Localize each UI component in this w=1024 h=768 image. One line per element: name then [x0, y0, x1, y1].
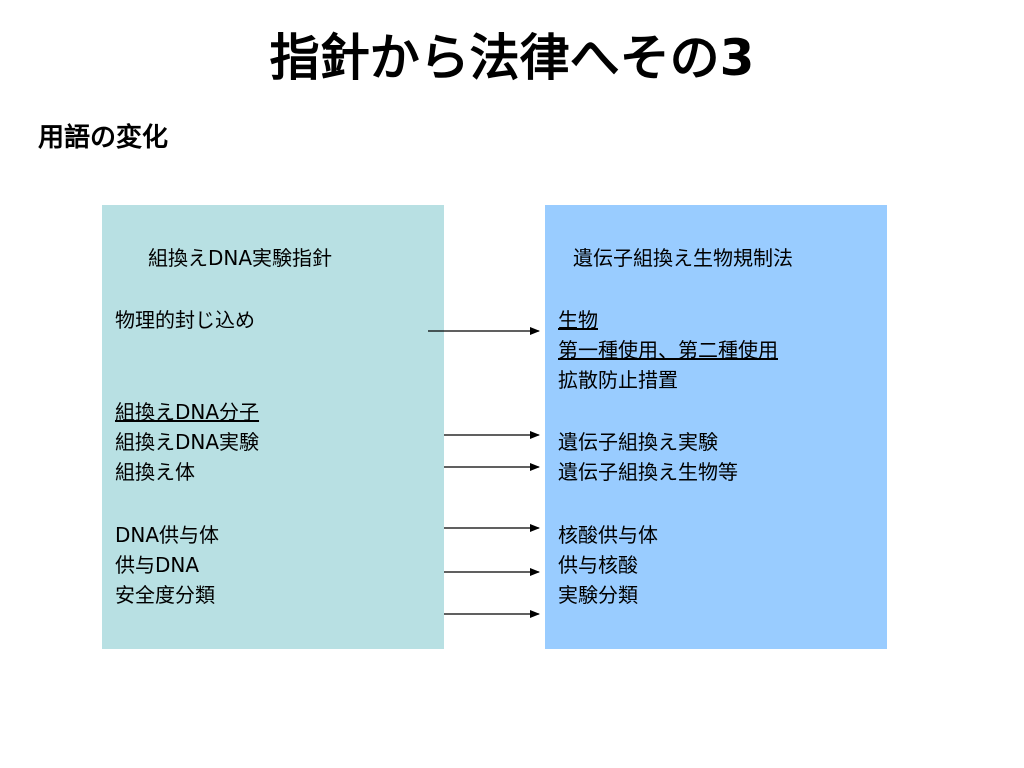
law-term-experiment-classification: 実験分類 [558, 583, 638, 607]
slide-subtitle: 用語の変化 [38, 123, 169, 153]
law-term-organism: 生物 [558, 308, 598, 332]
guideline-term-donor-dna: 供与DNA [115, 553, 200, 577]
law-term-donor-nucleic-acid: 供与核酸 [558, 553, 638, 577]
law-term-nucleic-acid-donor: 核酸供与体 [558, 523, 658, 547]
slide-title: 指針から法律へその3 [269, 29, 755, 87]
law-box-title: 遺伝子組換え生物規制法 [573, 246, 793, 270]
guideline-term-recombinant-dna-experiment: 組換えDNA実験 [115, 430, 260, 454]
guideline-term-recombinant-dna-molecule: 組換えDNA分子 [115, 400, 260, 424]
guideline-term-dna-donor: DNA供与体 [115, 523, 220, 547]
law-box [545, 205, 887, 649]
law-term-gm-organism: 遺伝子組換え生物等 [558, 460, 738, 484]
law-term-gm-experiment: 遺伝子組換え実験 [558, 430, 718, 454]
guideline-term-recombinant: 組換え体 [115, 460, 195, 484]
guideline-term-physical-containment: 物理的封じ込め [115, 308, 255, 332]
law-term-diffusion-prevention: 拡散防止措置 [558, 368, 678, 392]
guideline-box [102, 205, 444, 649]
guideline-box-title: 組換えDNA実験指針 [148, 246, 333, 270]
guideline-term-safety-classification: 安全度分類 [115, 583, 215, 607]
law-term-type-use: 第一種使用、第二種使用 [558, 338, 778, 362]
